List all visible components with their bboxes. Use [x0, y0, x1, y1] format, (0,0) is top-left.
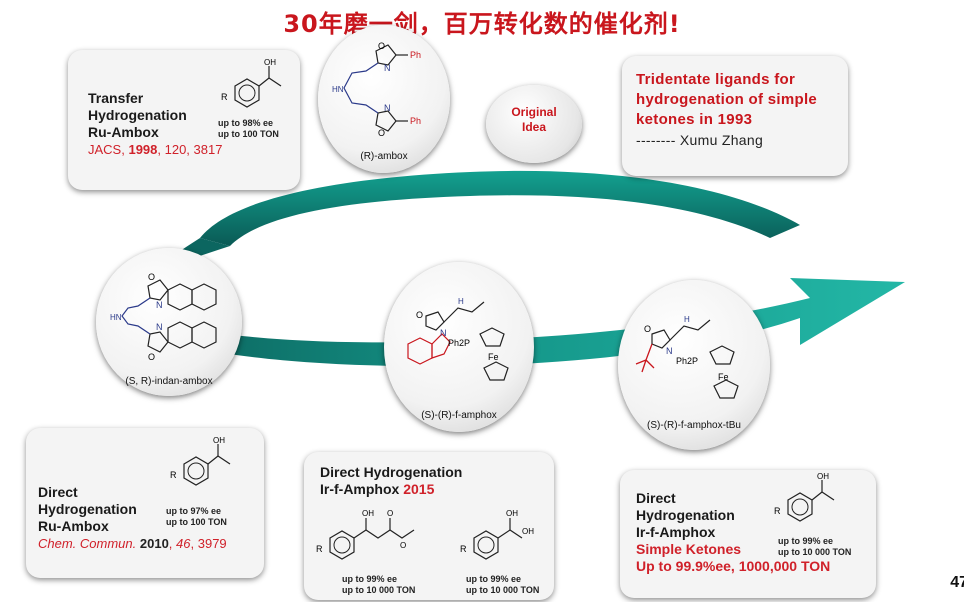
card1-line3: Ru-Ambox: [88, 124, 159, 140]
phenylethanol-structure-icon: OH R: [170, 436, 231, 486]
card-direct-hydrogenation-irfamphox: Direct Hydrogenation Ir-f-Amphox 2015 OH…: [304, 452, 554, 600]
f-amphox-structure-icon: O N H Ph2P Fe: [407, 297, 509, 381]
svg-text:O: O: [387, 509, 393, 518]
card1-reference: JACS, 1998, 120, 3817: [88, 142, 223, 157]
original-idea-line1: Original: [511, 105, 557, 119]
svg-text:R: R: [221, 92, 228, 102]
svg-text:HN: HN: [110, 313, 122, 322]
svg-text:Ph: Ph: [410, 50, 421, 60]
card-simple-ketones: Direct Hydrogenation Ir-f-Amphox Simple …: [620, 470, 876, 598]
card4-ee: up to 99% ee: [778, 536, 834, 546]
svg-text:OH: OH: [817, 472, 829, 481]
f-amphox-tbu-caption: (S)-(R)-f-amphox-tBu: [647, 420, 741, 431]
card1-line2: Hydrogenation: [88, 107, 187, 123]
original-idea-bubble: Original Idea: [486, 85, 582, 163]
tridentate-author: -------- Xumu Zhang: [636, 132, 764, 148]
ambox-caption: (R)-ambox: [360, 151, 408, 162]
card1-ee: up to 98% ee: [218, 118, 274, 128]
card1-line1: Transfer: [88, 90, 144, 106]
card4-line4: Simple Ketones: [636, 541, 742, 557]
phenylethanol-structure-icon: OH R: [221, 58, 282, 108]
card3-ee2: up to 99% ee: [466, 574, 522, 584]
svg-text:OH: OH: [213, 436, 225, 445]
svg-text:R: R: [170, 470, 177, 480]
card-tridentate-ligands: Tridentate ligands for hydrogenation of …: [622, 56, 848, 176]
card3-ee1: up to 99% ee: [342, 574, 398, 584]
card4-line2: Hydrogenation: [636, 507, 735, 523]
diol-structure-icon: OH OH R: [460, 509, 534, 560]
svg-text:HN: HN: [332, 85, 344, 94]
card3-ton1: up to 10 000 TON: [342, 585, 416, 595]
card2-line2: Hydrogenation: [38, 501, 137, 517]
svg-text:OH: OH: [362, 509, 374, 518]
svg-text:O: O: [148, 272, 155, 282]
ambox-structure-icon: O O N N HN Ph Ph: [332, 41, 421, 138]
card2-ton: up to 100 TON: [166, 517, 227, 527]
svg-text:N: N: [666, 346, 673, 356]
card-direct-hydrogenation-ruambox: Direct Hydrogenation Ru-Ambox Chem. Comm…: [26, 428, 264, 578]
card-transfer-hydrogenation: Transfer Hydrogenation Ru-Ambox JACS, 19…: [68, 50, 300, 190]
svg-text:OH: OH: [264, 58, 276, 67]
page-title: 30年磨一剑，百万转化数的催化剂!: [283, 10, 681, 38]
page-number: 47: [950, 574, 964, 591]
tridentate-line2: hydrogenation of simple: [636, 91, 818, 108]
tridentate-line3: ketones in 1993: [636, 111, 753, 128]
svg-text:H: H: [458, 297, 464, 306]
card2-line3: Ru-Ambox: [38, 518, 109, 534]
original-idea-line2: Idea: [521, 120, 546, 134]
svg-text:O: O: [378, 128, 385, 138]
f-amphox-caption: (S)-(R)-f-amphox: [421, 410, 497, 421]
tridentate-line1: Tridentate ligands for: [636, 71, 796, 88]
card4-line5: Up to 99.9%ee, 1000,000 TON: [636, 558, 831, 574]
svg-text:N: N: [384, 63, 391, 73]
f-amphox-tbu-structure-icon: O N H Ph2P Fe: [635, 315, 739, 399]
svg-text:N: N: [384, 103, 391, 113]
card2-line1: Direct: [38, 484, 78, 500]
card3-ton2: up to 10 000 TON: [466, 585, 540, 595]
svg-text:OH: OH: [506, 509, 518, 518]
svg-text:OH: OH: [522, 527, 534, 536]
svg-text:N: N: [156, 322, 163, 332]
svg-text:R: R: [316, 544, 323, 554]
hydroxy-ester-structure-icon: OH O O R: [316, 509, 415, 560]
card3-line1: Direct Hydrogenation: [320, 464, 463, 480]
card4-line1: Direct: [636, 490, 676, 506]
svg-text:O: O: [400, 541, 406, 550]
card1-ton: up to 100 TON: [218, 129, 279, 139]
svg-text:O: O: [148, 352, 155, 362]
svg-text:H: H: [684, 315, 690, 324]
svg-text:N: N: [156, 300, 163, 310]
svg-text:O: O: [644, 324, 651, 334]
svg-text:Ph: Ph: [410, 116, 421, 126]
svg-text:Fe: Fe: [718, 372, 729, 382]
f-amphox-tbu-bubble: O N H Ph2P Fe (S)-(R)-f-amphox-tBu: [618, 280, 770, 450]
phenylethanol-structure-icon: OH R: [774, 472, 835, 522]
svg-text:R: R: [774, 506, 781, 516]
svg-text:R: R: [460, 544, 467, 554]
svg-text:O: O: [378, 41, 385, 51]
card3-line2: Ir-f-Amphox 2015: [320, 481, 435, 497]
svg-text:N: N: [440, 328, 447, 338]
svg-text:Ph2P: Ph2P: [448, 338, 470, 348]
svg-text:O: O: [416, 310, 423, 320]
card4-line3: Ir-f-Amphox: [636, 524, 716, 540]
card2-reference: Chem. Commun. 2010, 46, 3979: [38, 536, 227, 551]
indan-ambox-structure-icon: O O N N HN: [110, 272, 217, 362]
indan-ambox-caption: (S, R)-indan-ambox: [125, 376, 213, 387]
indan-ambox-bubble: O O N N HN (S, R)-indan-ambox: [96, 248, 242, 396]
ambox-bubble: O O N N HN Ph Ph (R)-ambox: [318, 25, 450, 173]
svg-text:Ph2P: Ph2P: [676, 356, 698, 366]
card4-ton: up to 10 000 TON: [778, 547, 852, 557]
card2-ee: up to 97% ee: [166, 506, 222, 516]
f-amphox-bubble: O N H Ph2P Fe (S)-(R)-f-amphox: [384, 262, 534, 432]
svg-text:Fe: Fe: [488, 352, 499, 362]
